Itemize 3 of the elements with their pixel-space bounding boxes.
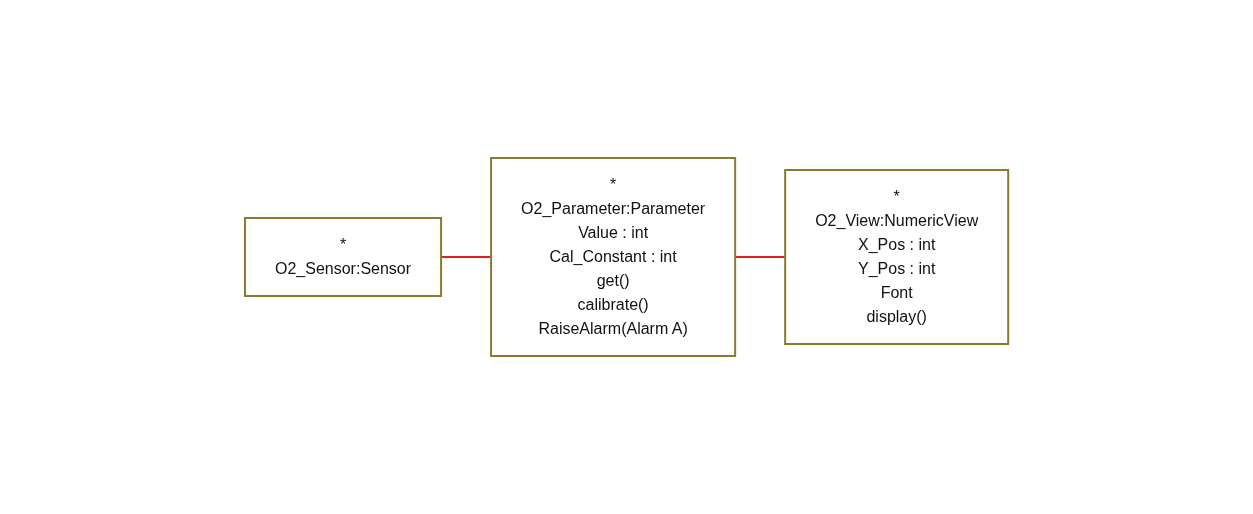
node-box: * O2_Parameter:Parameter Value : int Cal_Constant : int get() calibrate() RaiseAlarm(Alarm A) <box>490 157 737 357</box>
node-box: * O2_Sensor:Sensor <box>243 217 442 297</box>
node-box: * O2_View:NumericView X_Pos : int Y_Pos : int Font display() <box>784 169 1010 345</box>
